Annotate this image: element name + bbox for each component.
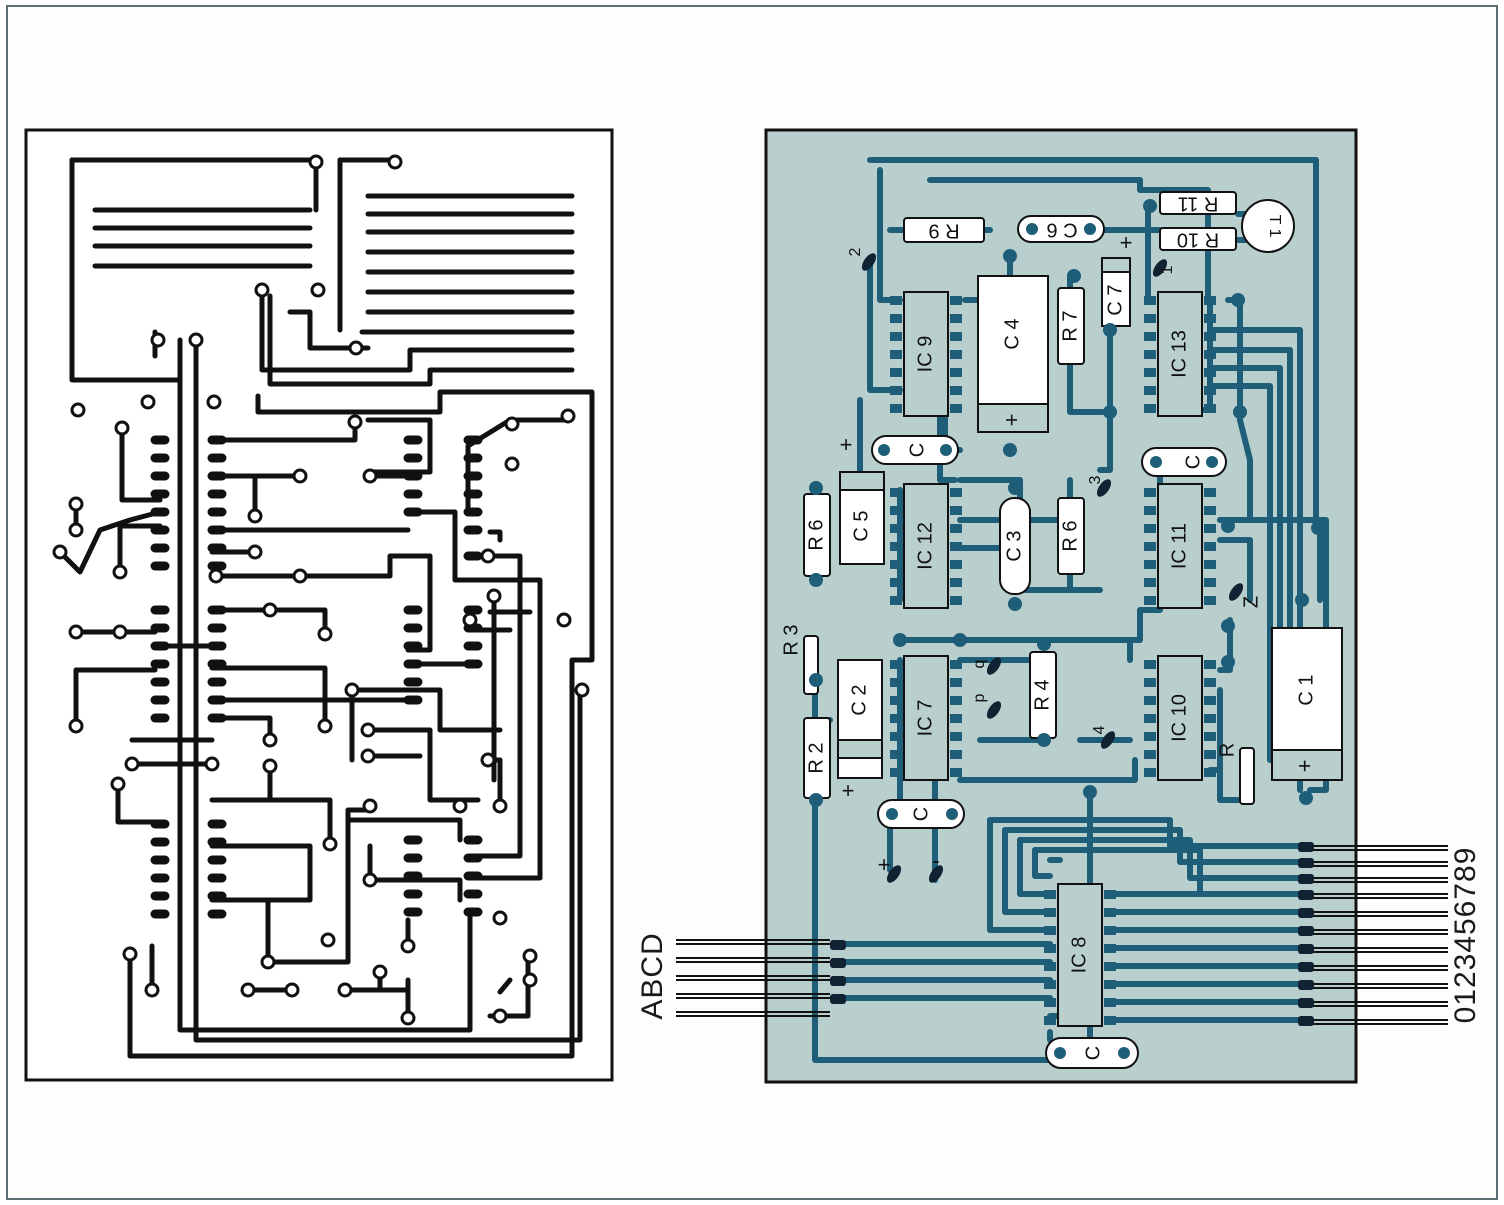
label-3: 3 bbox=[1087, 475, 1104, 484]
label-r4: R 4 bbox=[1031, 679, 1053, 710]
label-ic9: IC 9 bbox=[914, 336, 936, 373]
label-ic10: IC 10 bbox=[1168, 694, 1190, 742]
label-c6: C 6 bbox=[1046, 219, 1077, 241]
label-c5: C 5 bbox=[850, 510, 872, 541]
ic10-body bbox=[1157, 655, 1203, 781]
label-r6b: R 6 bbox=[1059, 520, 1081, 551]
label-1: 1 bbox=[1159, 265, 1176, 274]
label-ic8: IC 8 bbox=[1068, 937, 1090, 974]
label-cap-a: C bbox=[1182, 455, 1204, 469]
label-ic13: IC 13 bbox=[1168, 330, 1190, 378]
ic11-body bbox=[1157, 483, 1203, 609]
label-r1: R bbox=[1216, 743, 1238, 757]
plus-supply: + bbox=[878, 852, 891, 877]
label-r9: R 9 bbox=[928, 220, 959, 242]
output-label-digits: 0123456789 bbox=[1449, 847, 1482, 1024]
label-c4: C 4 bbox=[1001, 318, 1023, 349]
label-r2: R 2 bbox=[805, 742, 827, 773]
ic12-body bbox=[903, 483, 949, 609]
label-ic12: IC 12 bbox=[914, 522, 936, 570]
label-r3: R 3 bbox=[780, 624, 802, 655]
label-r11: R 11 bbox=[1178, 193, 1219, 215]
label-z: Z bbox=[1240, 596, 1262, 608]
label-cap-b: C bbox=[906, 443, 928, 457]
left-pcb-artwork bbox=[24, 128, 614, 1082]
ic7-body bbox=[903, 655, 949, 781]
ic8-body bbox=[1057, 883, 1103, 1027]
label-r7: R 7 bbox=[1059, 310, 1081, 341]
plus-c1: + bbox=[1292, 760, 1317, 773]
plus-c7: + bbox=[1120, 230, 1133, 255]
label-r10: R 10 bbox=[1177, 229, 1219, 251]
plus-c2: + bbox=[842, 778, 855, 803]
label-r6a: R 6 bbox=[805, 519, 827, 550]
input-label-abcd: ABCD bbox=[636, 932, 669, 1019]
label-cap-d: C bbox=[1082, 1046, 1104, 1060]
plus-c4: + bbox=[999, 414, 1024, 427]
right-pcb-component-side: IC 9 IC 13 IC 12 IC 11 IC 7 IC 10 IC 8 C… bbox=[636, 128, 1482, 1084]
label-p: p bbox=[971, 693, 988, 702]
label-c2: C 2 bbox=[848, 684, 870, 715]
label-4: 4 bbox=[1091, 725, 1108, 734]
ic13-body bbox=[1157, 291, 1203, 417]
label-ic11: IC 11 bbox=[1168, 523, 1190, 569]
label-c1: C 1 bbox=[1295, 674, 1317, 705]
label-q: q bbox=[971, 660, 988, 669]
label-cap-c: C bbox=[910, 807, 932, 821]
label-ic7: IC 7 bbox=[914, 700, 936, 737]
label-t1: T 1 bbox=[1266, 215, 1283, 238]
minus-supply: - bbox=[932, 848, 939, 873]
label-2: 2 bbox=[847, 247, 864, 256]
label-c7: C 7 bbox=[1104, 284, 1126, 315]
plus-c5: + bbox=[840, 432, 853, 457]
label-c3: C 3 bbox=[1003, 530, 1025, 561]
ic9-body bbox=[903, 291, 949, 417]
